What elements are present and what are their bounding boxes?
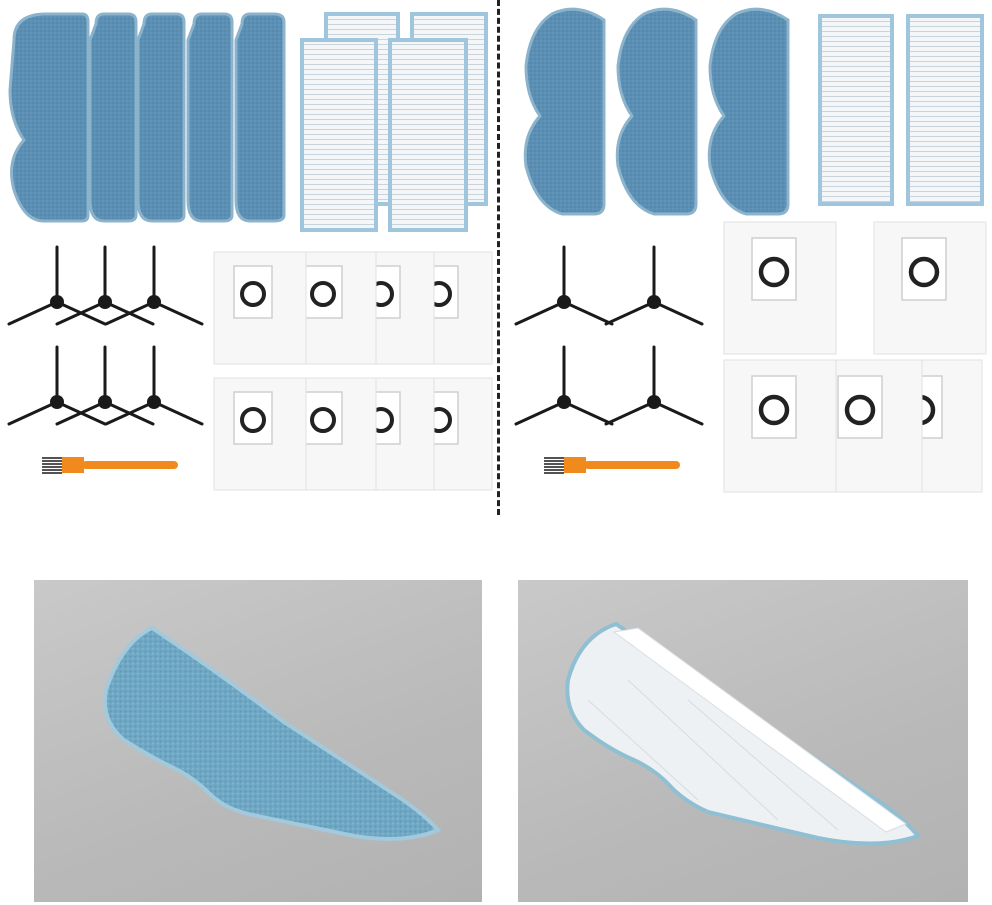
dust-bag bbox=[724, 222, 836, 354]
mop-pads-group bbox=[523, 7, 790, 216]
hepa-filter bbox=[300, 38, 378, 232]
left-kit-panel bbox=[0, 0, 495, 515]
mop-pad-back-strap bbox=[612, 627, 908, 833]
mop-pad bbox=[186, 12, 234, 223]
hepa-filters-group bbox=[300, 12, 488, 232]
dust-bag bbox=[874, 222, 986, 354]
dust-bags-group bbox=[720, 218, 990, 496]
side-brush bbox=[604, 345, 704, 426]
hepa-filter bbox=[818, 14, 894, 206]
dust-bag bbox=[212, 250, 308, 366]
mop-pad bbox=[136, 12, 186, 223]
dust-bag bbox=[212, 376, 308, 492]
side-brush bbox=[104, 345, 204, 426]
mop-pad bbox=[707, 7, 790, 216]
mop-pad bbox=[8, 12, 90, 223]
side-brush bbox=[604, 245, 704, 326]
dust-bag bbox=[724, 360, 836, 492]
side-brush bbox=[55, 345, 155, 426]
mop-pad-front-photo bbox=[34, 580, 482, 902]
side-brush bbox=[55, 245, 155, 326]
kit-divider bbox=[497, 0, 500, 515]
dust-bags-group bbox=[212, 250, 494, 492]
mop-pad bbox=[523, 7, 606, 216]
mop-pad-back-photo bbox=[518, 580, 968, 902]
mop-pad-front bbox=[102, 625, 442, 841]
side-brushes-group bbox=[514, 245, 704, 426]
mop-pad bbox=[615, 7, 698, 216]
side-brush bbox=[514, 245, 614, 326]
side-brush bbox=[104, 245, 204, 326]
mop-pads-group bbox=[8, 12, 286, 223]
cleaning-tool bbox=[544, 457, 680, 474]
cleaning-tool bbox=[42, 457, 178, 474]
side-brushes-group bbox=[7, 245, 204, 426]
hepa-filter bbox=[906, 14, 984, 206]
right-kit-panel bbox=[502, 0, 992, 515]
hepa-filters-group bbox=[818, 14, 984, 206]
mop-pad bbox=[234, 12, 286, 223]
hepa-filter bbox=[388, 38, 468, 232]
side-brush bbox=[7, 245, 107, 326]
side-brush bbox=[7, 345, 107, 426]
mop-pad bbox=[88, 12, 138, 223]
side-brush bbox=[514, 345, 614, 426]
